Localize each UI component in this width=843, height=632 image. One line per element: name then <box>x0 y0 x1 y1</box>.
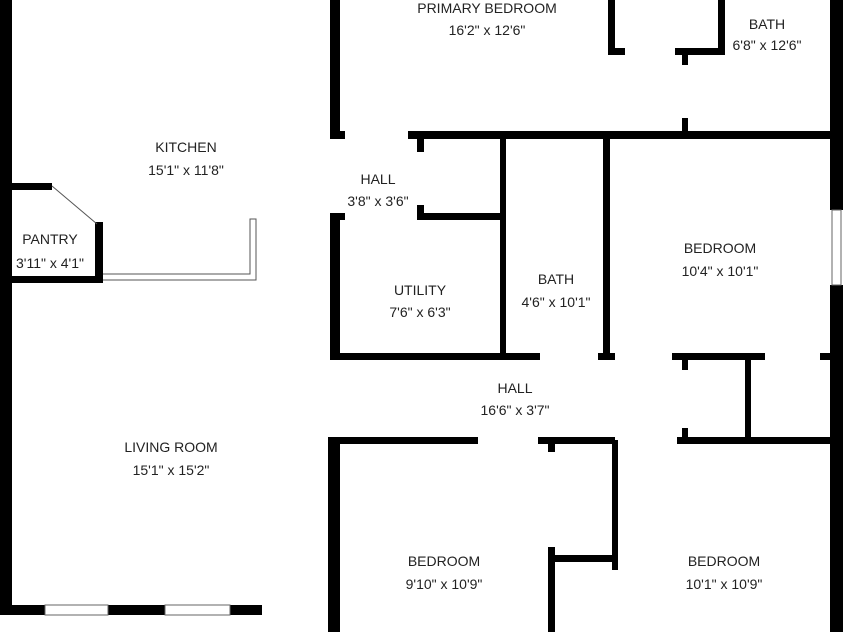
room-utility: UTILITY 7'6" x 6'3" <box>389 282 450 320</box>
room-name: BEDROOM <box>688 553 760 569</box>
room-size: 10'1" x 10'9" <box>686 576 763 592</box>
room-living-room: LIVING ROOM 15'1" x 15'2" <box>124 439 217 478</box>
room-primary-bath: BATH 6'8" x 12'6" <box>733 16 802 53</box>
room-size: 3'11" x 4'1" <box>16 255 84 271</box>
room-name: HALL <box>360 171 395 187</box>
room-name: BATH <box>749 16 785 32</box>
room-name: BATH <box>538 271 574 287</box>
room-name: PRIMARY BEDROOM <box>417 0 557 16</box>
room-size: 15'1" x 11'8" <box>148 162 224 178</box>
window-bedroom-east <box>831 209 842 286</box>
room-name: KITCHEN <box>155 139 216 155</box>
kitchen-counter <box>103 218 257 281</box>
room-name: UTILITY <box>394 282 447 298</box>
room-name: HALL <box>497 380 532 396</box>
room-hall-small: HALL 3'8" x 3'6" <box>347 171 408 209</box>
room-bedroom-east: BEDROOM 10'4" x 10'1" <box>682 240 759 279</box>
room-size: 6'8" x 12'6" <box>733 37 802 53</box>
room-size: 10'4" x 10'1" <box>682 263 759 279</box>
room-hall: HALL 16'6" x 3'7" <box>481 380 550 418</box>
pantry-door <box>51 185 98 225</box>
room-size: 16'6" x 3'7" <box>481 402 550 418</box>
room-primary-bedroom: PRIMARY BEDROOM 16'2" x 12'6" <box>417 0 557 38</box>
room-bedroom-sw: BEDROOM 9'10" x 10'9" <box>406 553 483 592</box>
room-name: BEDROOM <box>408 553 480 569</box>
room-bedroom-se: BEDROOM 10'1" x 10'9" <box>686 553 763 592</box>
room-kitchen: KITCHEN 15'1" x 11'8" <box>148 139 224 178</box>
room-name: LIVING ROOM <box>124 439 217 455</box>
room-bath: BATH 4'6" x 10'1" <box>522 271 591 310</box>
fixtures <box>51 185 257 281</box>
window-living-2 <box>164 604 231 616</box>
room-size: 7'6" x 6'3" <box>389 304 450 320</box>
room-size: 16'2" x 12'6" <box>449 22 526 38</box>
windows <box>44 209 842 616</box>
window-living-1 <box>44 604 109 616</box>
room-size: 15'1" x 15'2" <box>133 462 210 478</box>
room-size: 9'10" x 10'9" <box>406 576 483 592</box>
room-pantry: PANTRY 3'11" x 4'1" <box>16 231 84 271</box>
room-name: BEDROOM <box>684 240 756 256</box>
room-size: 4'6" x 10'1" <box>522 294 591 310</box>
room-size: 3'8" x 3'6" <box>347 193 408 209</box>
room-name: PANTRY <box>22 231 78 247</box>
